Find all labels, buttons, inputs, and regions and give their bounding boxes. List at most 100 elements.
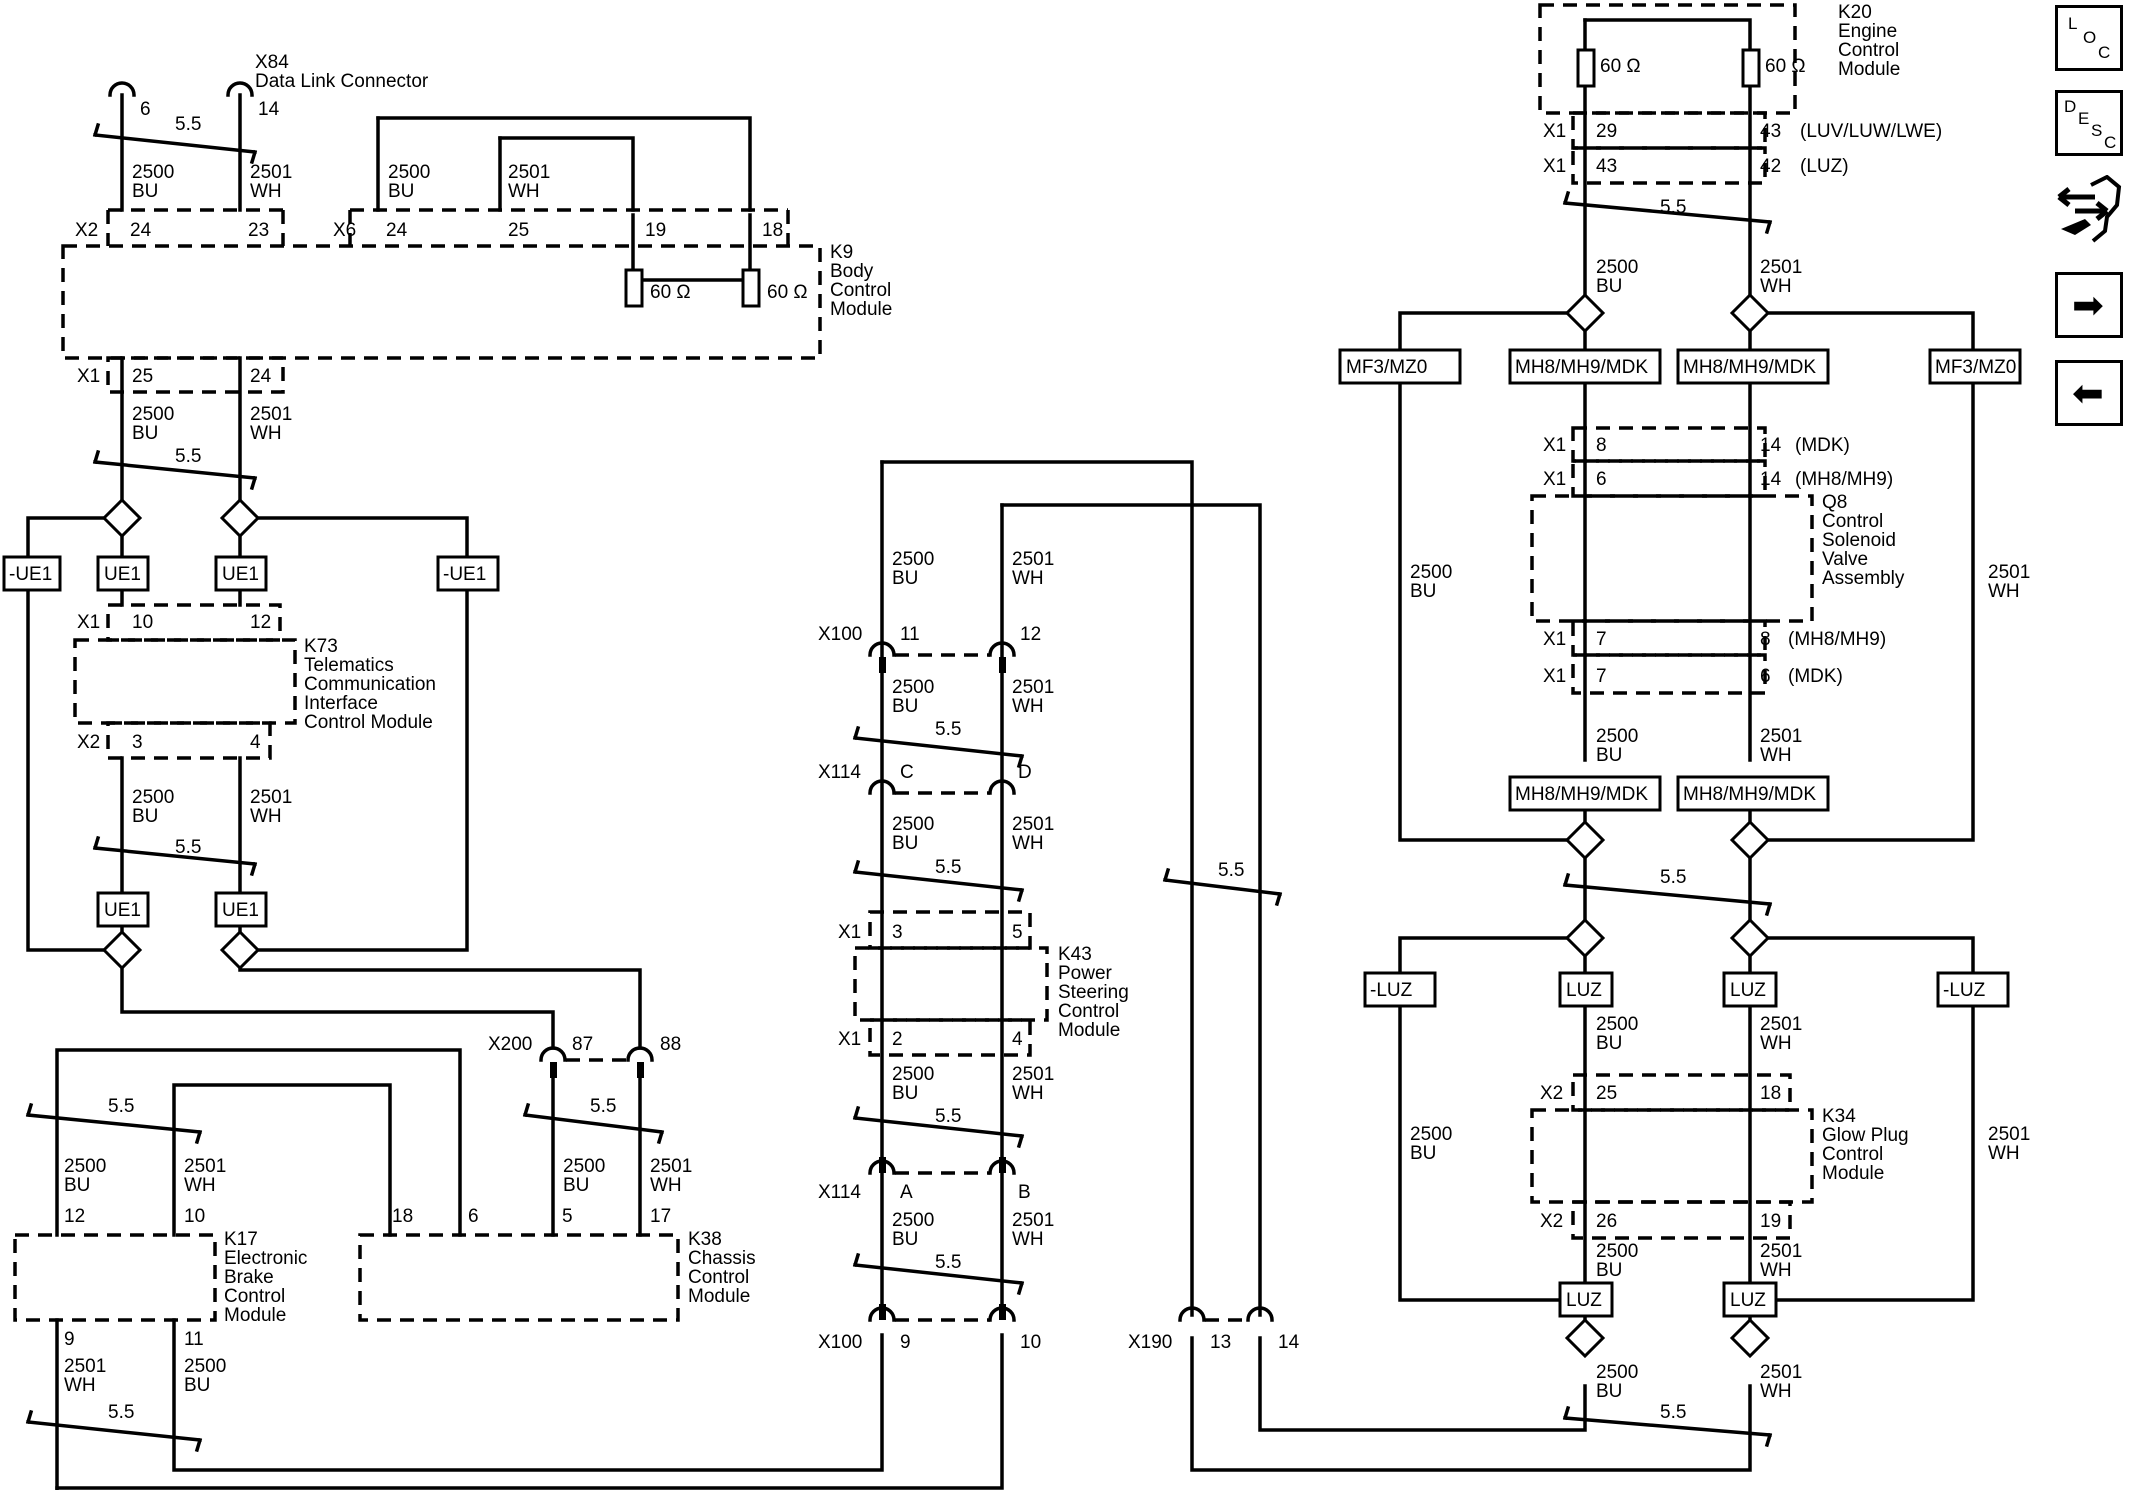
conn-x1: X1 <box>1543 469 1566 490</box>
loc-letter: L <box>2068 14 2078 33</box>
pin: 42 <box>1760 156 1781 177</box>
connector-view-icon-graphic <box>2057 174 2122 243</box>
pin: 43 <box>1596 156 1617 177</box>
pin: 14 <box>1760 469 1782 490</box>
pin: 43 <box>1760 121 1781 142</box>
opt-ue1: UE1 <box>104 564 141 585</box>
conn-x1: X1 <box>77 366 100 387</box>
opt-luz: LUZ <box>1566 980 1602 1001</box>
conn-x1: X1 <box>1543 629 1566 650</box>
pin: 14 <box>1278 1332 1300 1353</box>
pin: 10 <box>132 612 153 633</box>
conn-x1: X1 <box>1543 156 1566 177</box>
conn-x1: X1 <box>77 612 100 633</box>
opt-ue1: UE1 <box>104 900 141 921</box>
loc-button[interactable]: L O C <box>2055 5 2123 71</box>
resistor-label-k9-b: 60 Ω <box>767 282 808 303</box>
twist-label: 5.5 <box>175 446 201 467</box>
variant-mh8: (MH8/MH9) <box>1795 469 1893 490</box>
opt-mh8: MH8/MH9/MDK <box>1515 784 1648 805</box>
conn-x2: X2 <box>77 732 100 753</box>
conn-x1: X1 <box>838 922 861 943</box>
pin: 7 <box>1596 666 1607 687</box>
arrow-right-icon: ➡ <box>2072 283 2104 327</box>
pin: D <box>1018 762 1032 783</box>
twist-label: 5.5 <box>108 1402 134 1423</box>
pin: 9 <box>64 1329 75 1350</box>
pin: 24 <box>250 366 272 387</box>
variant-luz: (LUZ) <box>1800 156 1849 177</box>
resistor-label-k9-a: 60 Ω <box>650 282 691 303</box>
next-page-button[interactable]: ➡ <box>2055 272 2123 338</box>
pin: 5 <box>562 1206 573 1227</box>
conn-x6: X6 <box>333 220 356 241</box>
pin: A <box>900 1182 913 1203</box>
wires <box>26 18 1975 1490</box>
variant-mh8: (MH8/MH9) <box>1788 629 1886 650</box>
opt-mh8: MH8/MH9/MDK <box>1683 784 1816 805</box>
pin: 23 <box>248 220 269 241</box>
pin: 17 <box>650 1206 671 1227</box>
opt-not-ue1: -UE1 <box>9 564 52 585</box>
loc-letter: C <box>2098 43 2111 62</box>
conn-x1: X1 <box>1543 121 1566 142</box>
pin: 8 <box>1760 629 1771 650</box>
resistor-label-k20-a: 60 Ω <box>1600 56 1641 77</box>
pin: 12 <box>1020 624 1041 645</box>
twist-label: 5.5 <box>1660 1402 1686 1423</box>
pin: C <box>900 762 914 783</box>
resistors <box>624 48 1761 308</box>
opt-mh8: MH8/MH9/MDK <box>1683 357 1816 378</box>
pin: 6 <box>140 99 151 120</box>
pin: 18 <box>1760 1083 1781 1104</box>
twist-label: 5.5 <box>935 1252 961 1273</box>
twist-label: 5.5 <box>1660 867 1686 888</box>
pin: 12 <box>64 1206 85 1227</box>
conn-x1: X1 <box>838 1029 861 1050</box>
module-boxes <box>13 3 1814 1322</box>
twist-label: 5.5 <box>935 1106 961 1127</box>
opt-luz: LUZ <box>1566 1290 1602 1311</box>
conn-x100: X100 <box>818 624 862 645</box>
opt-not-luz: -LUZ <box>1370 980 1413 1001</box>
pin: 10 <box>184 1206 205 1227</box>
previous-page-button[interactable]: ⬅ <box>2055 360 2123 426</box>
pin: 26 <box>1596 1211 1617 1232</box>
twist-label: 5.5 <box>108 1096 134 1117</box>
pin: 14 <box>1760 435 1782 456</box>
desc-button[interactable]: D E S C <box>2055 90 2123 156</box>
pin: 7 <box>1596 629 1607 650</box>
conn-x2: X2 <box>1540 1083 1563 1104</box>
opt-mf3: MF3/MZ0 <box>1346 357 1427 378</box>
opt-ue1: UE1 <box>222 900 259 921</box>
connector-view-icon[interactable] <box>2055 174 2123 245</box>
twist-markers <box>25 122 1773 1453</box>
option-labels: -UE1 UE1 UE1 -UE1 UE1 UE1 MF3/MZ0 MH8/MH… <box>9 357 2016 1311</box>
